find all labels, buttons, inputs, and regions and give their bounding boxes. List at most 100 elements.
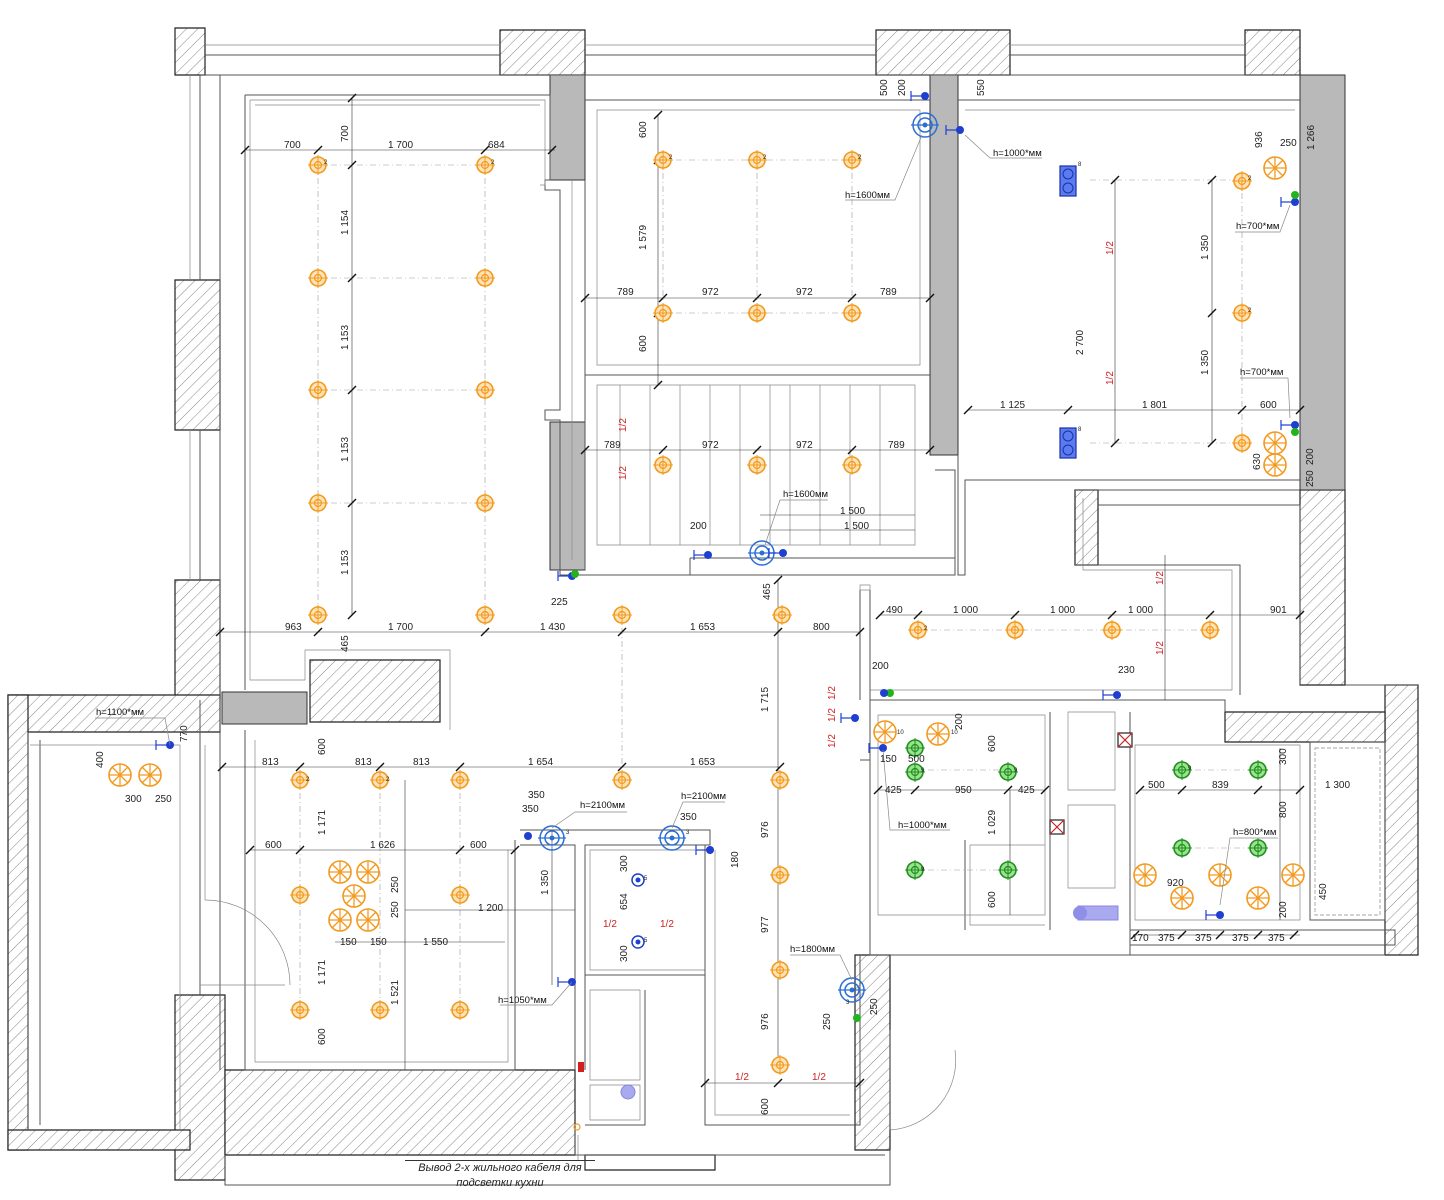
- dim-label: 936: [1254, 131, 1265, 148]
- svg-text:9: 9: [1188, 766, 1192, 772]
- dim-label: 300: [1278, 748, 1289, 765]
- dim-label: 1 125: [1000, 400, 1025, 411]
- dim-label: 684: [488, 140, 505, 151]
- dim-label: 2 700: [1075, 330, 1086, 355]
- svg-text:3: 3: [566, 830, 570, 836]
- dim-label: 600: [317, 738, 328, 755]
- dim-label: 375: [1232, 933, 1249, 944]
- dim-label: 600: [638, 121, 649, 138]
- dim-label: 150: [340, 937, 357, 948]
- dim-label: 700: [284, 140, 301, 151]
- dim-label: 972: [796, 287, 813, 298]
- dim-label: 813: [262, 757, 279, 768]
- columns: [221, 74, 1346, 725]
- dim-label: 250: [822, 1013, 833, 1030]
- leader-lines: [95, 134, 1291, 1160]
- dim-label: 1 653: [690, 757, 715, 768]
- dim-label: 425: [1018, 785, 1035, 796]
- dim-label: 300: [619, 855, 630, 872]
- dim-label: 813: [413, 757, 430, 768]
- green-spotlight-icon: [904, 737, 1269, 881]
- dim-label: 150: [370, 937, 387, 948]
- dim-label: 200: [1305, 448, 1316, 465]
- dim-label: 250: [390, 876, 401, 893]
- height-label: h=1000*мм: [993, 148, 1042, 159]
- dim-label: 1 500: [844, 521, 869, 532]
- dim-label: 600: [265, 840, 282, 851]
- height-label: h=2100мм: [580, 800, 625, 811]
- dim-label: 963: [285, 622, 302, 633]
- dim-label: 976: [760, 821, 771, 838]
- dim-label: 789: [604, 440, 621, 451]
- dim-label: 1/2: [827, 686, 838, 700]
- dim-label: 1/2: [618, 418, 629, 432]
- dim-label: 1 715: [760, 687, 771, 712]
- dim-label: 490: [886, 605, 903, 616]
- dim-label: 1/2: [1105, 371, 1116, 385]
- dim-label: 813: [355, 757, 372, 768]
- svg-text:3: 3: [846, 1000, 850, 1006]
- dim-label: 230: [1118, 665, 1135, 676]
- dim-label: 976: [760, 1013, 771, 1030]
- dim-label: 972: [796, 440, 813, 451]
- dim-label: 1 654: [528, 757, 553, 768]
- svg-text:8: 8: [1078, 427, 1082, 433]
- dim-label: 600: [987, 891, 998, 908]
- dim-label: 200: [897, 79, 908, 96]
- dim-label: 1 550: [423, 937, 448, 948]
- dim-label: 1 801: [1142, 400, 1167, 411]
- dim-label: 800: [813, 622, 830, 633]
- dim-label: 920: [1167, 878, 1184, 889]
- dim-label: 1 350: [1200, 350, 1211, 375]
- height-label: h=1600мм: [783, 489, 828, 500]
- dim-label: 1 171: [317, 810, 328, 835]
- dim-label: 550: [976, 79, 987, 96]
- svg-text:2: 2: [1248, 176, 1252, 182]
- dim-label: 375: [1195, 933, 1212, 944]
- dim-label: 250: [1280, 138, 1297, 149]
- dim-label: 1/2: [1155, 641, 1166, 655]
- dim-label: 1 171: [317, 960, 328, 985]
- svg-text:2: 2: [491, 160, 495, 166]
- dim-label: 200: [690, 521, 707, 532]
- dim-label: 1 000: [953, 605, 978, 616]
- switch-icon: [155, 90, 1300, 1022]
- note-line: подсветки кухни: [456, 1177, 544, 1189]
- dim-label: 300: [125, 794, 142, 805]
- dim-label: 250: [869, 998, 880, 1015]
- dim-label: 200: [872, 661, 889, 672]
- dim-label: 800: [1278, 801, 1289, 818]
- dim-label: 465: [340, 635, 351, 652]
- dim-label: 500: [879, 79, 890, 96]
- height-label: h=1100*мм: [96, 707, 144, 718]
- dim-label: 600: [638, 335, 649, 352]
- dim-label: 789: [888, 440, 905, 451]
- dim-label: 972: [702, 440, 719, 451]
- dim-label: 225: [551, 597, 568, 608]
- height-label: h=700*мм: [1236, 221, 1279, 232]
- dim-label: 350: [680, 812, 697, 823]
- dim-label: 1 700: [388, 622, 413, 633]
- dim-label: 500: [1148, 780, 1165, 791]
- dim-label: 600: [760, 1098, 771, 1115]
- dim-label: 170: [1132, 933, 1149, 944]
- dim-label: 1/2: [827, 708, 838, 722]
- dim-label: 300: [619, 945, 630, 962]
- dim-label: 150: [880, 754, 897, 765]
- dim-label: 1 430: [540, 622, 565, 633]
- svg-text:8: 8: [1078, 162, 1082, 168]
- dim-label: 1 521: [390, 980, 401, 1005]
- dim-label: 600: [987, 735, 998, 752]
- dim-label: 350: [522, 804, 539, 815]
- dim-label: 350: [528, 790, 545, 801]
- dim-label: 1/2: [735, 1072, 749, 1083]
- svg-text:2: 2: [763, 155, 767, 161]
- dim-label: 375: [1268, 933, 1285, 944]
- dim-label: 250: [155, 794, 172, 805]
- dim-label: 1 300: [1325, 780, 1350, 791]
- dim-label: 600: [317, 1028, 328, 1045]
- svg-text:2: 2: [924, 626, 928, 632]
- dim-label: 770: [179, 725, 190, 742]
- dimension-lines: [215, 93, 1305, 1088]
